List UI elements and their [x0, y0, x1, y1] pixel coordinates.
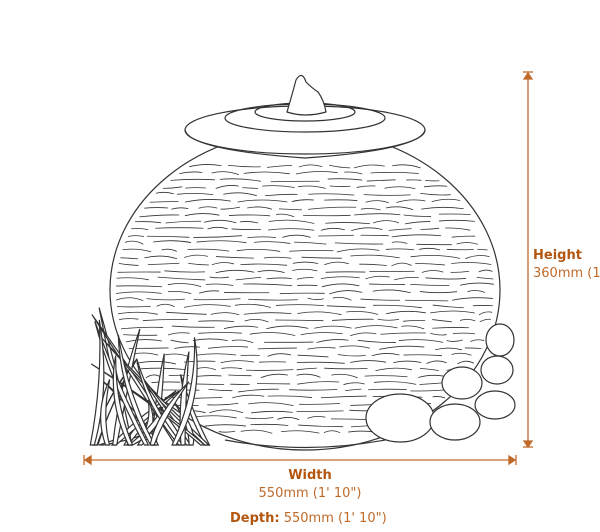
stone-texture: [115, 164, 494, 434]
height-title: Height: [533, 248, 582, 263]
depth-label: Depth: 550mm (1' 10"): [230, 511, 387, 526]
sphere-base: [224, 439, 386, 449]
width-title: Width: [288, 468, 332, 483]
width-dimension-arrow: [83, 454, 517, 466]
height-value: 360mm (1' 2"): [533, 266, 600, 281]
height-dimension-arrow: [522, 71, 534, 449]
sphere-outline: [109, 129, 501, 451]
plants: [89, 307, 211, 446]
height-label: Height 360mm (1' 2"): [533, 247, 600, 283]
rocks: [365, 323, 516, 443]
depth-value: 550mm (1' 10"): [283, 511, 387, 526]
width-value: 550mm (1' 10"): [258, 486, 362, 501]
depth-title: Depth:: [230, 511, 280, 526]
width-label: Width 550mm (1' 10"): [200, 467, 420, 503]
spout: [286, 74, 327, 116]
